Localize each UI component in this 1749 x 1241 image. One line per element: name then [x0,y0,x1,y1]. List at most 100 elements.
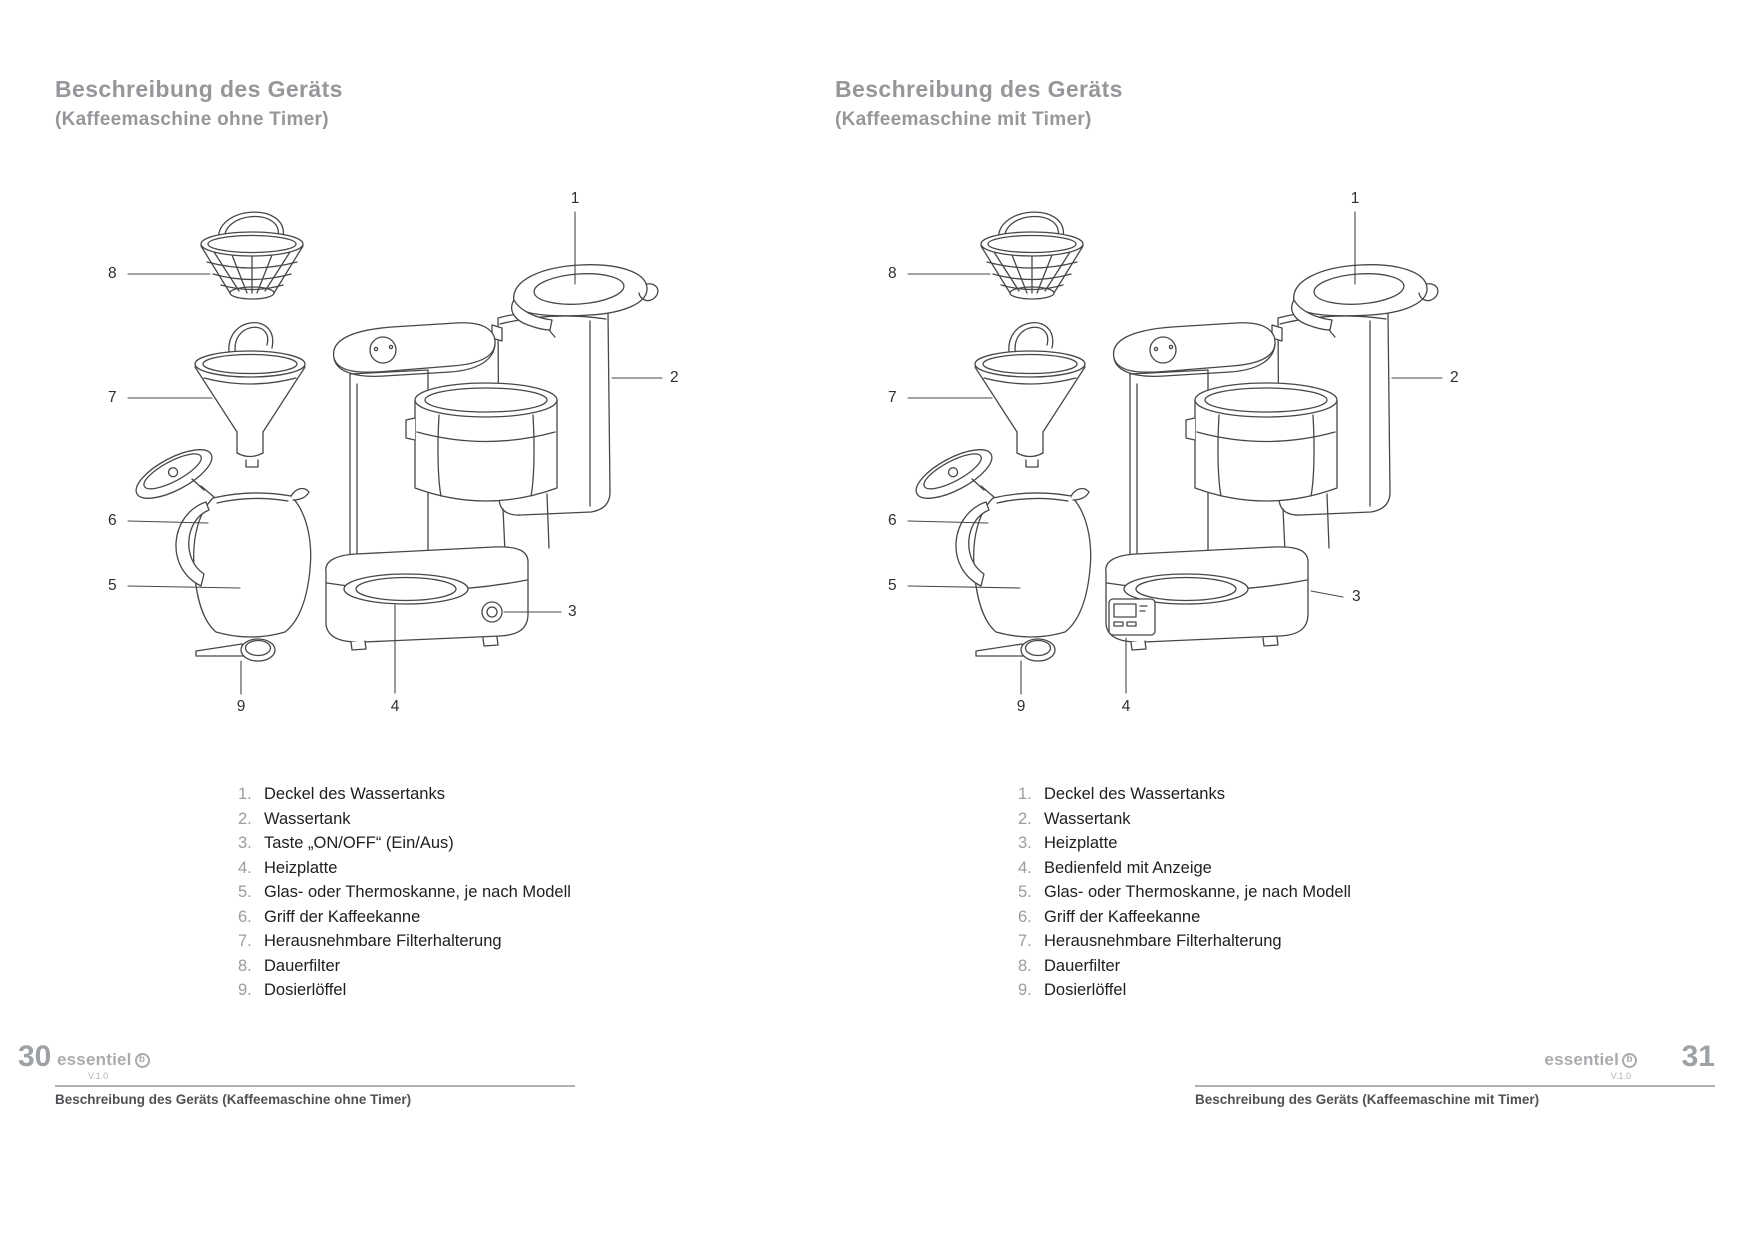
device-diagram: 1 2 3 4 5 6 7 8 9 [100,190,685,727]
part-item: 1. Deckel des Wassertanks [1018,786,1351,803]
part-number: 8. [1018,956,1032,975]
part-number: 5. [1018,883,1032,901]
part-label: Bedienfeld mit Anzeige [1044,858,1212,877]
page-subtitle: (Kaffeemaschine mit Timer) [835,109,1092,130]
callout-5: 5 [888,577,897,594]
page-subtitle: (Kaffeemaschine ohne Timer) [55,109,329,130]
part-item: 6. Griff der Kaffeekanne [1018,907,1351,926]
part-item: 5. Glas- oder Thermoskanne, je nach Model… [1018,884,1351,901]
part-label: Dosierlöffel [1044,981,1127,999]
part-number: 3. [1018,834,1032,852]
part-label: Deckel des Wassertanks [1044,785,1225,803]
part-number: 6. [1018,907,1032,926]
callout-8: 8 [888,265,897,282]
footer-divider [1195,1085,1715,1087]
brand-name: essentiel [57,1050,132,1069]
coffee-machine-illustration [127,211,663,695]
part-item: 4. Bedienfeld mit Anzeige [1018,858,1351,877]
part-number: 1. [1018,785,1032,803]
part-number: 5. [238,883,252,901]
page-with-timer: Beschreibung des Geräts (Kaffeemaschine … [780,0,1749,1241]
version-label: V.1.0 [88,1071,109,1081]
part-item: 4. Heizplatte [238,858,571,877]
part-label: Herausnehmbare Filterhalterung [264,932,502,950]
page-title: Beschreibung des Geräts [835,76,1123,102]
part-item: 1. Deckel des Wassertanks [238,786,571,803]
version-label: V.1.0 [1610,1071,1631,1081]
part-label: Dauerfilter [1044,956,1121,975]
callout-3: 3 [1352,588,1361,605]
callout-4: 4 [1121,698,1131,715]
part-label: Deckel des Wassertanks [264,785,445,803]
callout-1: 1 [1350,190,1360,207]
part-number: 4. [1018,858,1032,877]
part-label: Herausnehmbare Filterhalterung [1044,932,1282,950]
part-number: 9. [1018,981,1032,999]
callout-1: 1 [570,190,580,207]
callout-2: 2 [1450,369,1459,386]
part-label: Taste „ON/OFF“ (Ein/Aus) [264,834,454,852]
page-title: Beschreibung des Geräts [55,76,343,102]
part-number: 7. [1018,932,1032,950]
part-item: 7. Herausnehmbare Filterhalterung [238,933,571,950]
brand-b-icon: b [134,1052,150,1068]
brand-name: essentiel [1544,1050,1619,1069]
part-item: 2. Wassertank [1018,809,1351,828]
part-number: 2. [238,809,252,828]
part-item: 8. Dauerfilter [238,956,571,975]
part-number: 8. [238,956,252,975]
callout-9: 9 [236,698,246,715]
brand-b-icon: b [1622,1052,1637,1068]
part-label: Dosierlöffel [264,981,347,999]
part-item: 9. Dosierlöffel [1018,982,1351,999]
callout-8: 8 [108,265,117,282]
coffee-machine-illustration [907,211,1443,695]
callout-9: 9 [1016,698,1026,715]
part-number: 6. [238,907,252,926]
part-item: 7. Herausnehmbare Filterhalterung [1018,933,1351,950]
part-number: 7. [238,932,252,950]
part-label: Wassertank [1044,809,1131,828]
page-without-timer: Beschreibung des Geräts (Kaffeemaschine … [0,0,874,1241]
onoff-button-art [394,601,562,694]
brand-logo: essentiel b [57,1050,150,1070]
part-number: 2. [1018,809,1032,828]
part-label: Griff der Kaffeekanne [264,907,421,926]
part-label: Glas- oder Thermoskanne, je nach Modell [264,883,571,901]
footer-caption: Beschreibung des Geräts (Kaffeemaschine … [55,1092,412,1107]
part-item: 2. Wassertank [238,809,571,828]
part-label: Griff der Kaffeekanne [1044,907,1201,926]
footer-caption: Beschreibung des Geräts (Kaffeemaschine … [1195,1092,1540,1107]
callout-7: 7 [108,389,117,406]
callout-5: 5 [108,577,117,594]
part-item: 3. Heizplatte [1018,835,1351,852]
part-item: 9. Dosierlöffel [238,982,571,999]
part-label: Wassertank [264,809,351,828]
callout-6: 6 [888,512,897,529]
callout-7: 7 [888,389,897,406]
callout-6: 6 [108,512,117,529]
part-number: 3. [238,834,252,852]
callout-4: 4 [390,698,400,715]
part-item: 3. Taste „ON/OFF“ (Ein/Aus) [238,835,571,852]
part-label: Heizplatte [264,858,338,877]
part-item: 8. Dauerfilter [1018,956,1351,975]
device-diagram: 1 2 3 4 5 6 7 8 9 [880,190,1465,727]
part-label: Heizplatte [1044,834,1118,852]
page-number: 31 [1681,1040,1715,1073]
page-number: 30 [18,1040,52,1073]
part-label: Glas- oder Thermoskanne, je nach Modell [1044,883,1351,901]
control-panel-art [1108,590,1344,694]
part-item: 6. Griff der Kaffeekanne [238,907,571,926]
brand-logo: essentiel b [1544,1050,1637,1070]
part-number: 4. [238,858,252,877]
part-number: 1. [238,785,252,803]
parts-list: 1. Deckel des Wassertanks 2. Wassertank 3.… [1018,786,1351,1007]
part-number: 9. [238,981,252,999]
callout-3: 3 [568,603,577,620]
callout-2: 2 [670,369,679,386]
part-label: Dauerfilter [264,956,341,975]
footer-divider [55,1085,575,1087]
parts-list: 1. Deckel des Wassertanks 2. Wassertank 3.… [238,786,571,1007]
part-item: 5. Glas- oder Thermoskanne, je nach Model… [238,884,571,901]
